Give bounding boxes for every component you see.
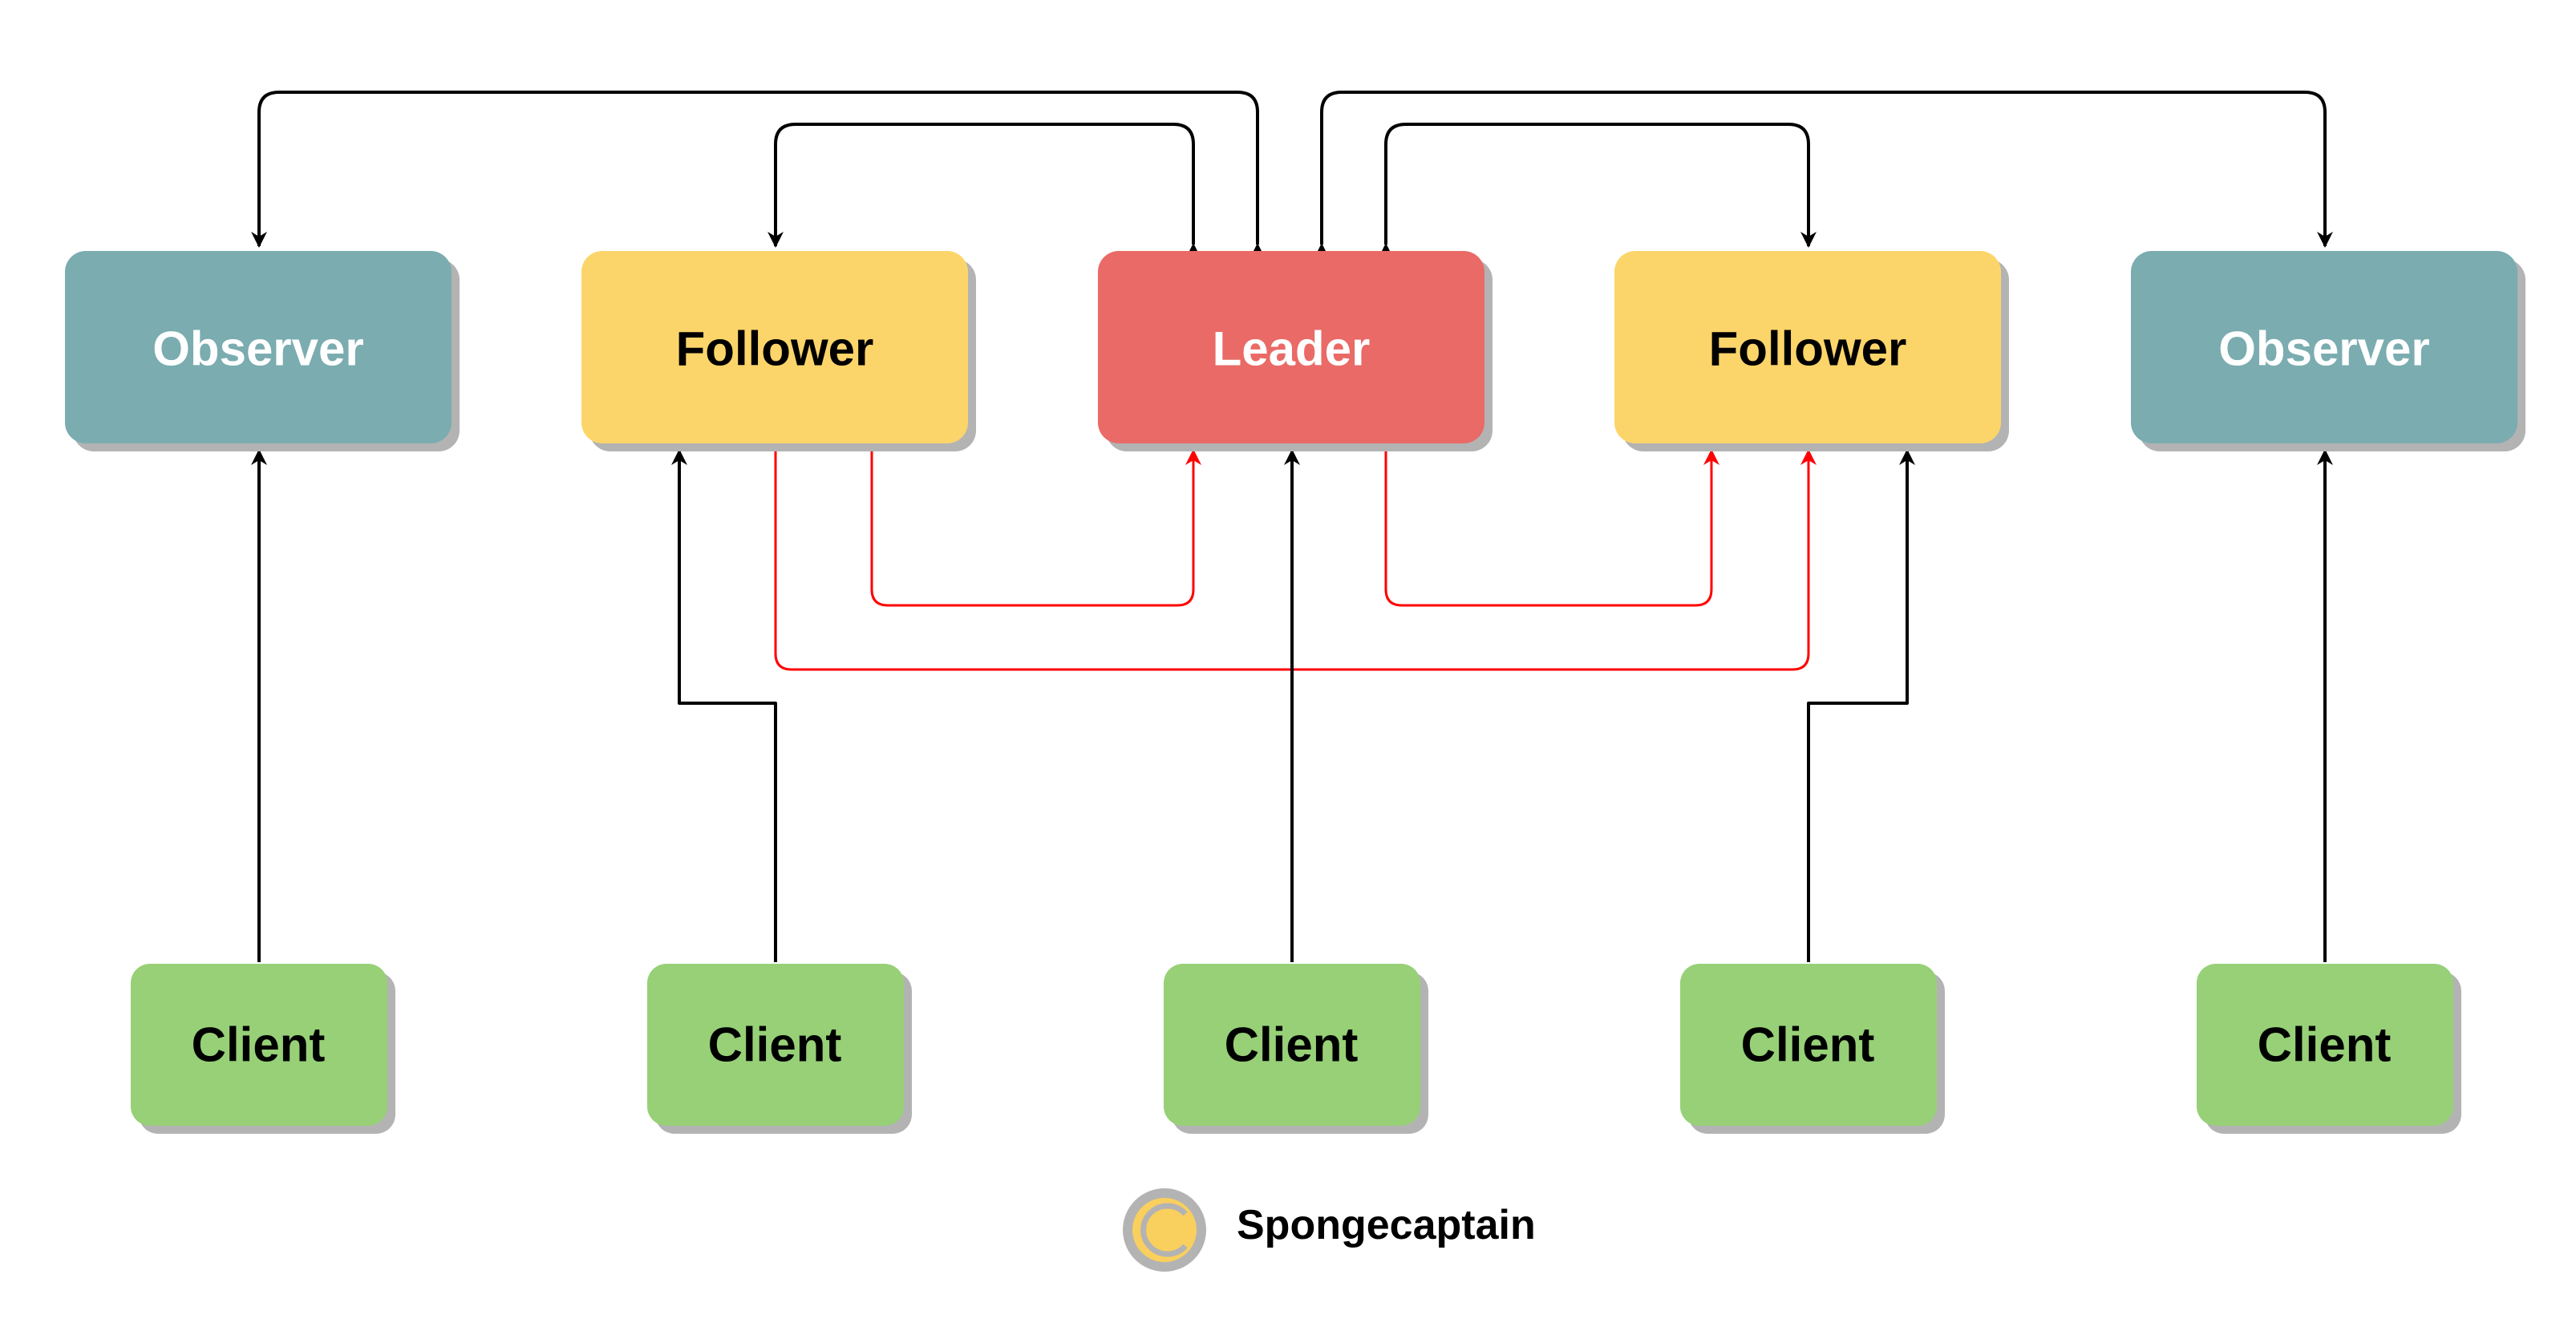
follower-right-node: Follower xyxy=(1614,251,2009,451)
copyright-icon xyxy=(1123,1188,1206,1272)
follower-left-node: Follower xyxy=(581,251,976,451)
observer-right-label: Observer xyxy=(2218,322,2430,376)
observer-right-node: Observer xyxy=(2131,251,2525,451)
leader-to-follower-right-link xyxy=(1378,123,1817,259)
client-2-link xyxy=(671,449,777,962)
follower-right-label: Follower xyxy=(1709,322,1907,376)
client-label: Client xyxy=(708,1018,842,1072)
observer-left-label: Observer xyxy=(152,322,364,376)
leader-to-observer-right-link xyxy=(1314,91,2333,259)
client-4-link xyxy=(1807,449,1915,962)
client-label: Client xyxy=(1225,1018,1359,1072)
leader-follower-right-sync-link xyxy=(1378,436,1719,607)
connectors xyxy=(251,91,2333,962)
leader-label: Leader xyxy=(1213,322,1371,376)
observer-left-node: Observer xyxy=(65,251,460,451)
client-label: Client xyxy=(192,1018,326,1072)
client-node-5: Client xyxy=(2197,964,2461,1134)
client-label: Client xyxy=(2258,1018,2392,1072)
leader-to-follower-left-link xyxy=(768,123,1201,259)
client-node-1: Client xyxy=(131,964,395,1134)
leader-to-observer-left-link xyxy=(251,91,1266,259)
client-node-3: Client xyxy=(1164,964,1428,1134)
leader-node: Leader xyxy=(1098,251,1493,451)
follower-left-leader-sync-link xyxy=(864,436,1201,607)
client-label: Client xyxy=(1741,1018,1875,1072)
client-node-2: Client xyxy=(647,964,912,1134)
client-node-4: Client xyxy=(1680,964,1945,1134)
follower-left-label: Follower xyxy=(676,322,874,376)
watermark-text: Spongecaptain xyxy=(1237,1202,1536,1248)
watermark: Spongecaptain xyxy=(1123,1188,1536,1272)
